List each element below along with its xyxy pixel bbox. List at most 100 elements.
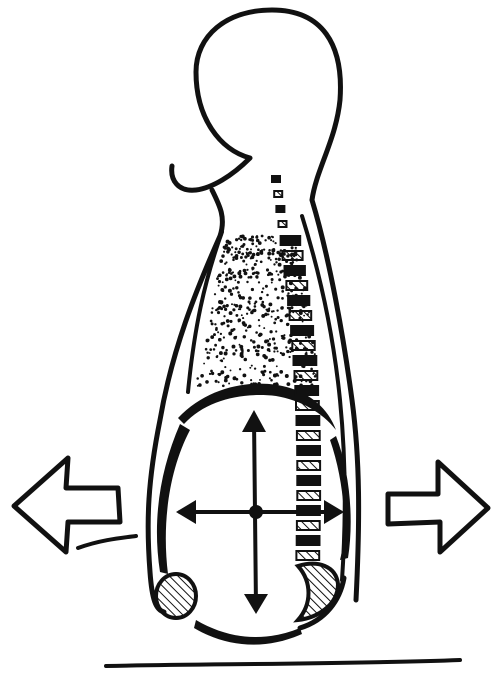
stipple-dot [250,311,254,315]
stipple-dot [256,260,258,262]
stipple-dot [274,318,277,321]
stipple-dot [214,293,216,295]
stipple-dot [218,373,221,376]
stipple-dot [269,330,272,333]
stipple-dot [261,301,264,304]
stipple-dot [277,274,279,276]
stipple-dot [271,310,273,312]
stipple-dot [249,303,251,305]
stipple-dot [239,270,242,273]
stipple-dot [225,274,228,277]
stipple-dot [286,382,290,386]
stipple-dot [279,370,283,374]
right-outward-arrow [388,462,488,552]
stipple-dot [255,331,258,334]
stipple-dot [245,329,247,331]
stipple-dot [223,336,225,338]
stipple-dot [226,304,229,307]
vertebra [297,431,320,440]
stipple-dot [224,285,227,288]
stipple-dot [219,259,223,263]
stipple-dot [207,339,210,342]
stipple-dot [231,303,233,305]
stipple-dot [234,251,236,253]
stipple-dot [228,289,232,293]
vertebra [292,341,314,350]
stipple-dot [310,368,313,371]
vertebra [297,446,320,455]
stipple-dot [241,245,244,248]
stipple-dot [247,349,250,352]
stipple-dot [266,339,269,342]
stipple-dot [272,337,275,340]
stipple-dot [266,294,269,297]
thoracic-wall [188,232,222,392]
stipple-dot [217,275,219,277]
stipple-dot [253,309,256,312]
stipple-dot [209,348,212,351]
stipple-dot [281,297,284,300]
stipple-dot [242,317,244,319]
stipple-dot [249,276,252,279]
stipple-dot [287,307,290,310]
stipple-dot [281,352,285,356]
stipple-dot [222,322,225,325]
stipple-dot [203,363,205,365]
stipple-dot [271,252,274,255]
stipple-dot [256,353,260,357]
stipple-dot [244,255,247,258]
stipple-dot [222,271,225,274]
stipple-dot [254,305,257,308]
stipple-dot [298,276,302,280]
stipple-dot [277,316,280,319]
stipple-dot [244,323,247,326]
stipple-dot [231,246,233,248]
stipple-dot [305,336,307,338]
vertebra [281,236,301,245]
vertebra [283,251,303,260]
stipple-dot [241,252,244,255]
stipple-dot [255,245,257,247]
stipple-dot [285,374,289,378]
stipple-dot [240,239,242,241]
stipple-dot [230,293,233,296]
stipple-dot [269,338,271,340]
stipple-dot [262,354,266,358]
stipple-dot [223,315,225,317]
stipple-dot [305,352,307,354]
stipple-dot [246,264,248,266]
stipple-dot [255,300,258,303]
stipple-dot [207,356,210,359]
stipple-dot [248,308,251,311]
spine [272,176,320,560]
stipple-dot [248,296,252,300]
vertebra [276,206,284,212]
stipple-dot [222,281,224,283]
stipple-dot [287,323,289,325]
stipple-dot [261,291,263,293]
stipple-dot [229,320,232,323]
vertebra [285,266,305,275]
stipple-dot [222,305,226,309]
stipple-dot [275,330,277,332]
arrowhead-up [242,410,266,432]
stipple-dot [228,332,232,336]
stipple-dot [239,368,241,370]
stipple-dot [205,348,208,351]
stipple-dot [218,285,220,287]
stipple-dot [246,269,248,271]
stipple-dot [288,356,290,358]
stipple-dot [240,348,243,351]
stipple-dot [198,383,202,387]
stipple-dot [291,261,294,264]
stipple-dot [241,296,245,300]
stipple-dot [211,311,214,314]
vertebra [288,296,309,305]
stipple-dot [273,350,275,352]
vertebra [296,401,319,410]
stipple-dot [235,238,238,241]
stipple-dot [275,258,278,261]
stipple-dot [225,349,228,352]
stipple-dot [267,343,271,347]
stipple-dot [281,290,284,293]
